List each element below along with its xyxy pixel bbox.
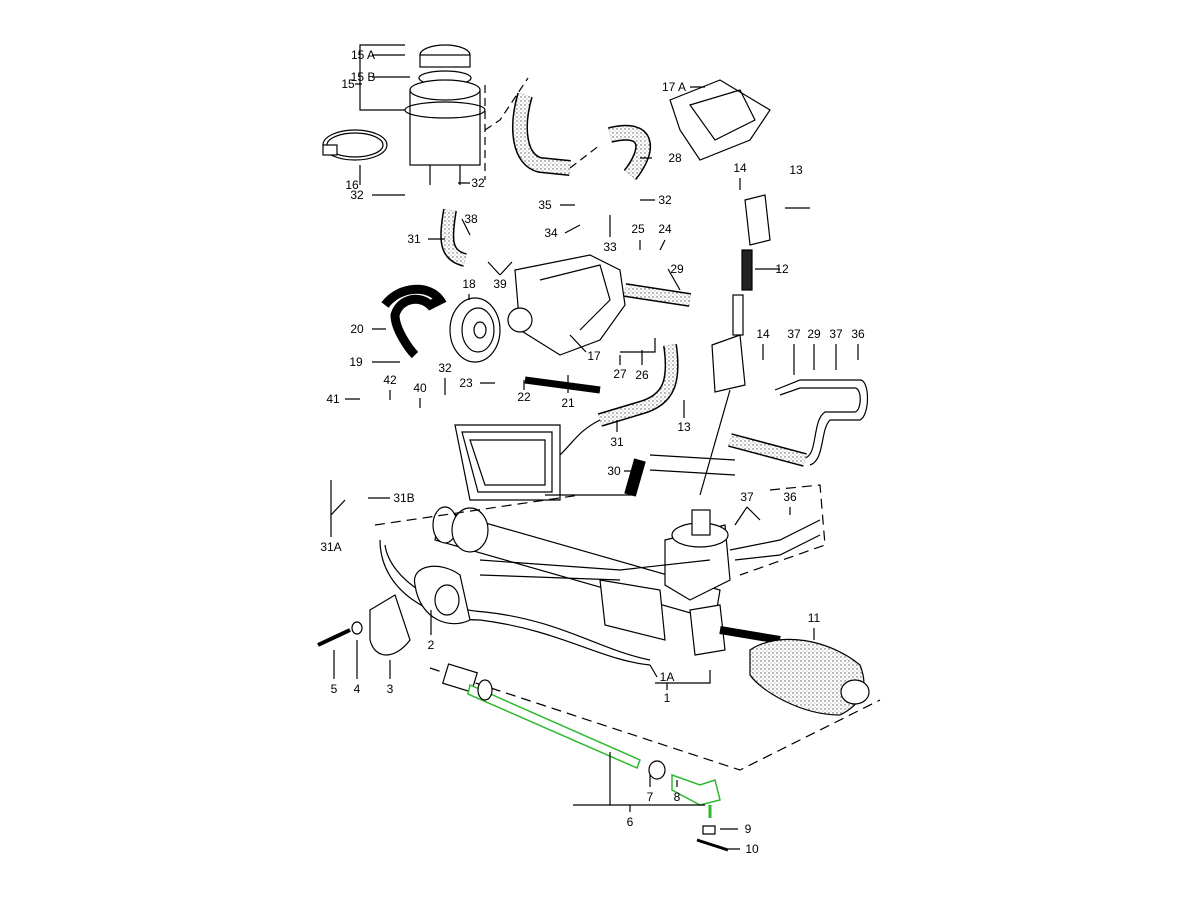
label-14[interactable]: 14 [756, 327, 770, 341]
label-40[interactable]: 40 [413, 381, 427, 395]
label-24[interactable]: 24 [658, 222, 672, 236]
label-32[interactable]: 32 [471, 176, 485, 190]
label-41[interactable]: 41 [326, 392, 340, 406]
label-31[interactable]: 31 [610, 435, 624, 449]
label-15[interactable]: 15 [341, 77, 355, 91]
label-32[interactable]: 32 [350, 188, 364, 202]
label-31b[interactable]: 31B [393, 491, 415, 505]
label-8[interactable]: 8 [673, 790, 681, 804]
label-21[interactable]: 21 [561, 396, 575, 410]
label-14[interactable]: 14 [733, 161, 747, 175]
label-36[interactable]: 36 [783, 490, 797, 504]
label-23[interactable]: 23 [459, 376, 473, 390]
label-13[interactable]: 13 [789, 163, 803, 177]
label-17[interactable]: 17 [587, 349, 601, 363]
rack-boot-11[interactable] [749, 638, 870, 716]
label-3[interactable]: 3 [386, 682, 394, 696]
label-27[interactable]: 27 [613, 367, 627, 381]
label-33[interactable]: 33 [603, 240, 617, 254]
reservoir[interactable] [404, 44, 486, 185]
label-22[interactable]: 22 [517, 390, 531, 404]
label-1[interactable]: 1 [663, 691, 671, 705]
label-17a[interactable]: 17 A [661, 80, 687, 94]
label-37[interactable]: 37 [740, 490, 754, 504]
label-36[interactable]: 36 [851, 327, 865, 341]
label-20[interactable]: 20 [350, 322, 364, 336]
label-37[interactable]: 37 [787, 327, 801, 341]
clamp-3[interactable] [369, 594, 411, 656]
pulley-18[interactable] [449, 297, 501, 363]
label-10[interactable]: 10 [745, 842, 759, 856]
steering-rack-1[interactable] [432, 506, 781, 656]
hose-clamp-16[interactable] [322, 129, 388, 161]
label-1a[interactable]: 1A [659, 670, 675, 684]
label-18[interactable]: 18 [462, 277, 476, 291]
lock-nut-7[interactable] [648, 760, 666, 780]
label-9[interactable]: 9 [744, 822, 752, 836]
label-37[interactable]: 37 [829, 327, 843, 341]
label-32[interactable]: 32 [438, 361, 452, 375]
label-7[interactable]: 7 [646, 790, 654, 804]
label-35[interactable]: 35 [538, 198, 552, 212]
label-11[interactable]: 11 [807, 611, 821, 625]
label-15b[interactable]: 15 B [350, 70, 376, 84]
tie-rod-end-8[interactable] [671, 773, 721, 818]
label-38[interactable]: 38 [464, 212, 478, 226]
label-34[interactable]: 34 [544, 226, 558, 240]
label-16[interactable]: 16 [345, 178, 359, 192]
label-19[interactable]: 19 [349, 355, 363, 369]
label-5[interactable]: 5 [330, 682, 338, 696]
label-39[interactable]: 39 [493, 277, 507, 291]
label-30[interactable]: 30 [607, 464, 621, 478]
label-4[interactable]: 4 [353, 682, 361, 696]
label-13[interactable]: 13 [677, 420, 691, 434]
label-6[interactable]: 6 [626, 815, 634, 829]
label-15a[interactable]: 15 A [350, 48, 376, 62]
label-29[interactable]: 29 [807, 327, 821, 341]
label-12[interactable]: 12 [775, 262, 789, 276]
rack-mount-2[interactable] [413, 565, 471, 625]
label-31[interactable]: 31 [407, 232, 421, 246]
label-2[interactable]: 2 [427, 638, 435, 652]
label-42[interactable]: 42 [383, 373, 397, 387]
label-29[interactable]: 29 [670, 262, 684, 276]
steering-shaft-12[interactable] [711, 194, 771, 393]
belt-20 [381, 284, 447, 359]
power-steering-pump[interactable] [507, 254, 626, 356]
label-25[interactable]: 25 [631, 222, 645, 236]
label-31a[interactable]: 31A [320, 540, 342, 554]
tie-rod-6[interactable] [441, 663, 641, 770]
label-26[interactable]: 26 [635, 368, 649, 382]
label-28[interactable]: 28 [668, 151, 682, 165]
label-32[interactable]: 32 [658, 193, 672, 207]
